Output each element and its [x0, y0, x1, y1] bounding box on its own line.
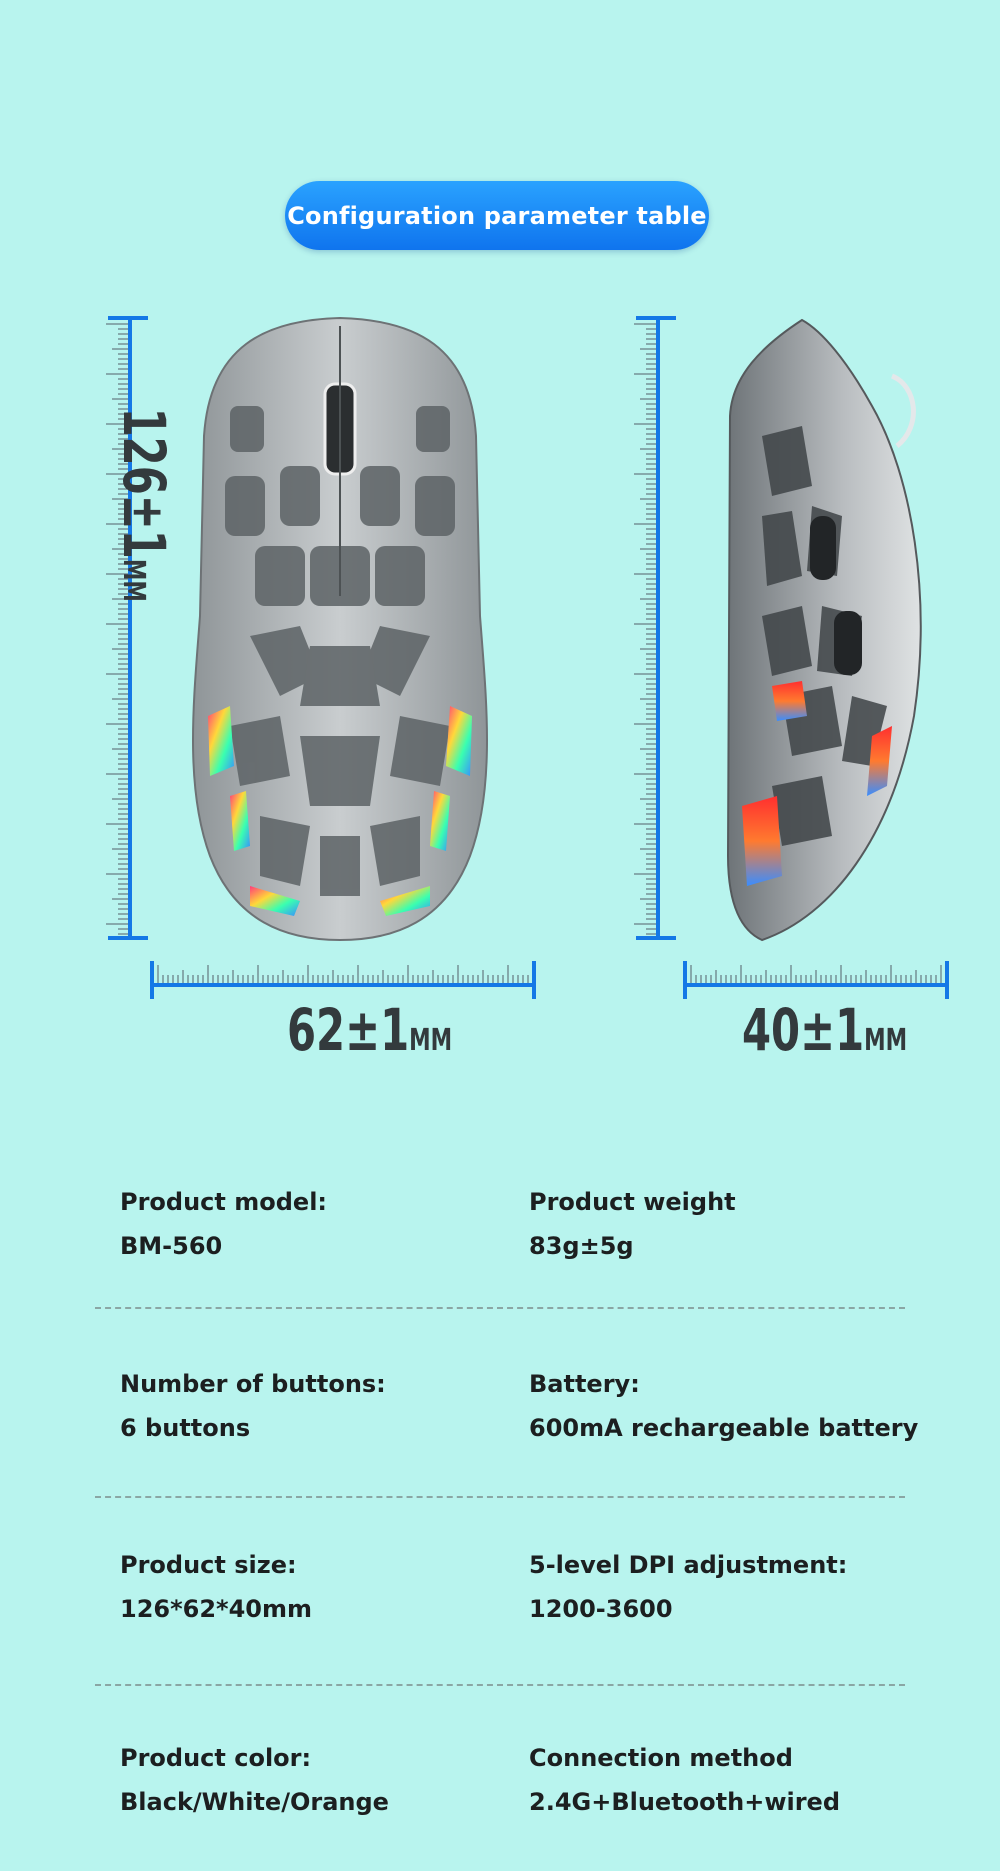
spec-value: 6 buttons	[120, 1414, 251, 1442]
side-length-ruler	[634, 316, 676, 940]
spec-cell: 5-level DPI adjustment: 1200-3600	[529, 1543, 929, 1631]
mouse-side-view-image	[726, 318, 922, 942]
section-title-badge: Configuration parameter table	[285, 181, 709, 250]
width-dimension-label: 62±1MM	[287, 996, 453, 1064]
spec-value: BM-560	[120, 1232, 223, 1260]
spec-value: 83g±5g	[529, 1232, 634, 1260]
spec-label: Product weight	[529, 1188, 736, 1216]
length-ruler	[106, 316, 148, 940]
spec-label: Product model:	[120, 1188, 328, 1216]
spec-label: Battery:	[529, 1370, 640, 1398]
spec-label: Number of buttons:	[120, 1370, 386, 1398]
spec-value: 600mA rechargeable battery	[529, 1414, 919, 1442]
spec-cell: Product color: Black/White/Orange	[120, 1736, 520, 1824]
spec-cell: Battery: 600mA rechargeable battery	[529, 1362, 929, 1450]
length-dimension-label: 126±1MM	[110, 407, 178, 602]
row-divider	[95, 1307, 905, 1309]
spec-value: 1200-3600	[529, 1595, 673, 1623]
mouse-top-view-image	[192, 316, 488, 942]
spec-value: 126*62*40mm	[120, 1595, 313, 1623]
row-divider	[95, 1684, 905, 1686]
spec-label: Connection method	[529, 1744, 793, 1772]
spec-cell: Product size: 126*62*40mm	[120, 1543, 520, 1631]
row-divider	[95, 1496, 905, 1498]
spec-cell: Product weight 83g±5g	[529, 1180, 929, 1268]
spec-value: 2.4G+Bluetooth+wired	[529, 1788, 841, 1816]
height-dimension-label: 40±1MM	[742, 996, 908, 1064]
height-ruler	[683, 961, 949, 999]
spec-label: Product color:	[120, 1744, 312, 1772]
width-ruler	[150, 961, 536, 999]
spec-label: Product size:	[120, 1551, 297, 1579]
section-title: Configuration parameter table	[287, 201, 707, 230]
spec-value: Black/White/Orange	[120, 1788, 389, 1816]
spec-label: 5-level DPI adjustment:	[529, 1551, 848, 1579]
spec-cell: Connection method 2.4G+Bluetooth+wired	[529, 1736, 929, 1824]
spec-cell: Product model: BM-560	[120, 1180, 520, 1268]
spec-cell: Number of buttons: 6 buttons	[120, 1362, 520, 1450]
